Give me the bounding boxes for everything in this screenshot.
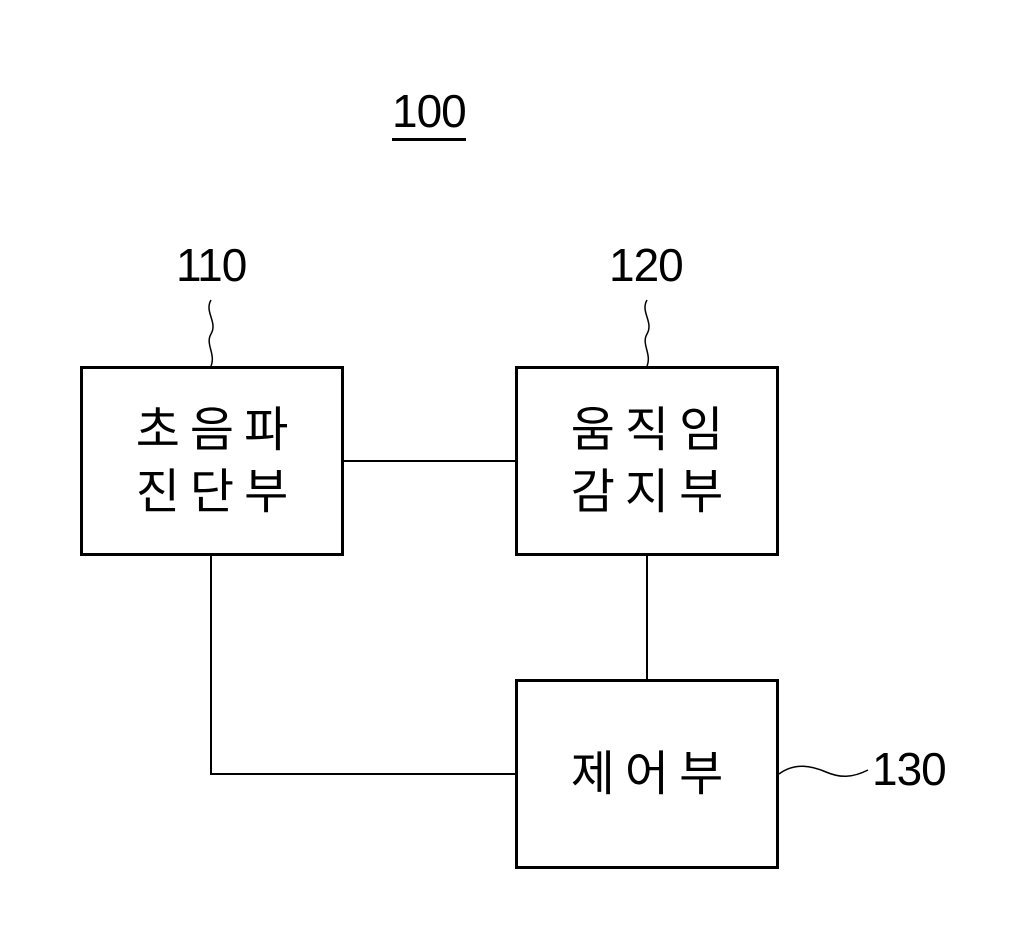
motion-detection-unit-block: 움직임 감지부 bbox=[515, 366, 779, 556]
block-110-label-line-2: 진단부 bbox=[126, 461, 298, 523]
system-reference-number: 100 bbox=[392, 88, 466, 141]
leader-line-120 bbox=[645, 300, 649, 366]
leader-line-130 bbox=[779, 766, 868, 776]
leader-line-110 bbox=[209, 300, 213, 366]
block-130-label-line-1: 제어부 bbox=[561, 743, 733, 805]
ultrasound-diagnosis-unit-block: 초음파 진단부 bbox=[80, 366, 344, 556]
block-130-reference-number: 130 bbox=[872, 746, 946, 792]
block-120-reference-number: 120 bbox=[609, 242, 683, 288]
block-110-reference-number: 110 bbox=[176, 242, 246, 288]
block-110-label-line-1: 초음파 bbox=[126, 399, 298, 461]
connection-110-130 bbox=[211, 556, 515, 774]
block-120-label-line-2: 감지부 bbox=[561, 461, 733, 523]
control-unit-block: 제어부 bbox=[515, 679, 779, 869]
block-120-label-line-1: 움직임 bbox=[561, 399, 733, 461]
